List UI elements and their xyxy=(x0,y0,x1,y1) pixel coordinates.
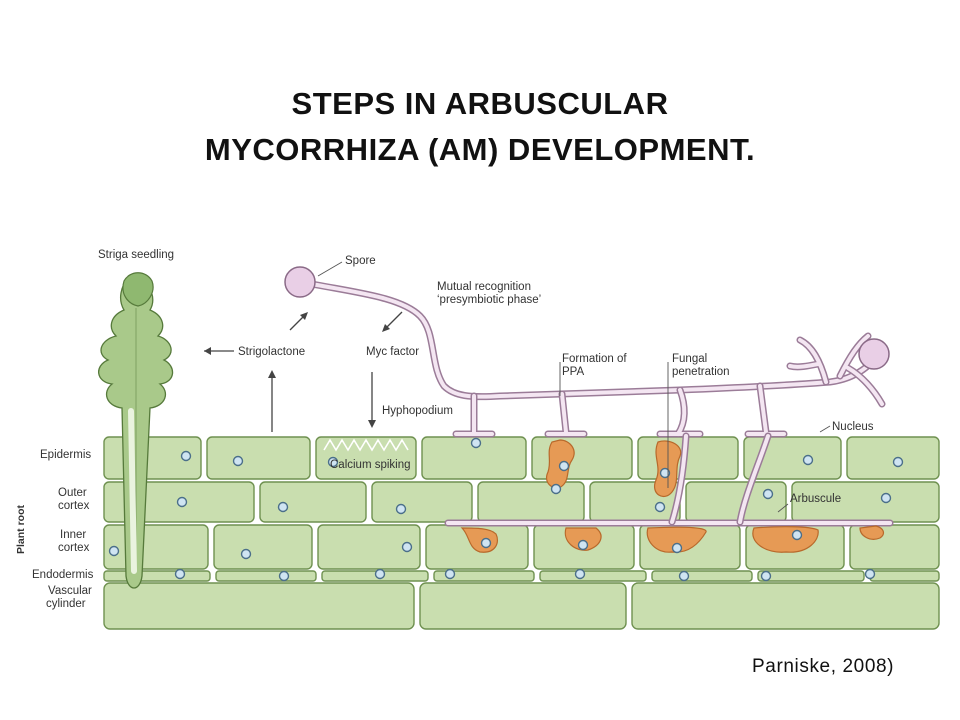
label-outer-cortex-2: cortex xyxy=(58,500,90,512)
endodermis-layer xyxy=(103,570,940,582)
vascular-cylinder-layer xyxy=(103,582,940,630)
label-fungal-penetration-1: Fungal xyxy=(672,353,707,365)
fungal-structures xyxy=(460,439,885,553)
label-vascular-cylinder-2: cylinder xyxy=(46,598,86,610)
signal-arrows xyxy=(204,311,403,432)
label-vascular-cylinder-1: Vascular xyxy=(48,585,92,597)
label-nucleus: Nucleus xyxy=(832,421,874,433)
label-plant-root: Plant root xyxy=(15,504,27,554)
epidermis-layer xyxy=(103,436,940,480)
page-title-line-1: STEPS IN ARBUSCULAR xyxy=(291,86,669,121)
label-formation-ppa-2: PPA xyxy=(562,366,584,378)
label-mutual-recognition-2: ‘presymbiotic phase’ xyxy=(437,294,541,306)
nuclei xyxy=(108,437,904,582)
citation: Parniske, 2008) xyxy=(752,656,895,677)
label-calcium-spiking: Calcium spiking xyxy=(330,459,411,471)
label-hyphopodium: Hyphopodium xyxy=(382,405,453,417)
label-fungal-penetration-2: penetration xyxy=(672,366,730,378)
label-epidermis: Epidermis xyxy=(40,449,91,461)
label-inner-cortex-2: cortex xyxy=(58,542,90,554)
leader-lines xyxy=(317,261,831,513)
label-striga-seedling: Striga seedling xyxy=(98,249,174,261)
spore-left xyxy=(284,266,316,298)
label-spore: Spore xyxy=(345,255,376,267)
label-inner-cortex-1: Inner xyxy=(60,529,86,541)
spore-right xyxy=(858,338,890,370)
am-development-diagram: Striga seedling Spore Mutual recognition… xyxy=(15,249,940,630)
label-mutual-recognition-1: Mutual recognition xyxy=(437,281,531,293)
calcium-spiking-wave xyxy=(323,438,409,452)
diagram-labels: Striga seedling Spore Mutual recognition… xyxy=(15,249,874,610)
label-myc-factor: Myc factor xyxy=(366,346,419,358)
striga-seedling xyxy=(98,272,174,589)
label-outer-cortex-1: Outer xyxy=(58,487,87,499)
fungal-hyphae xyxy=(298,278,894,527)
page-title-line-2: MYCORRHIZA (AM) DEVELOPMENT. xyxy=(204,132,756,167)
label-arbuscule: Arbuscule xyxy=(790,493,841,505)
label-formation-ppa-1: Formation of xyxy=(562,353,627,365)
label-strigolactone: Strigolactone xyxy=(238,346,305,358)
label-endodermis: Endodermis xyxy=(32,569,94,581)
